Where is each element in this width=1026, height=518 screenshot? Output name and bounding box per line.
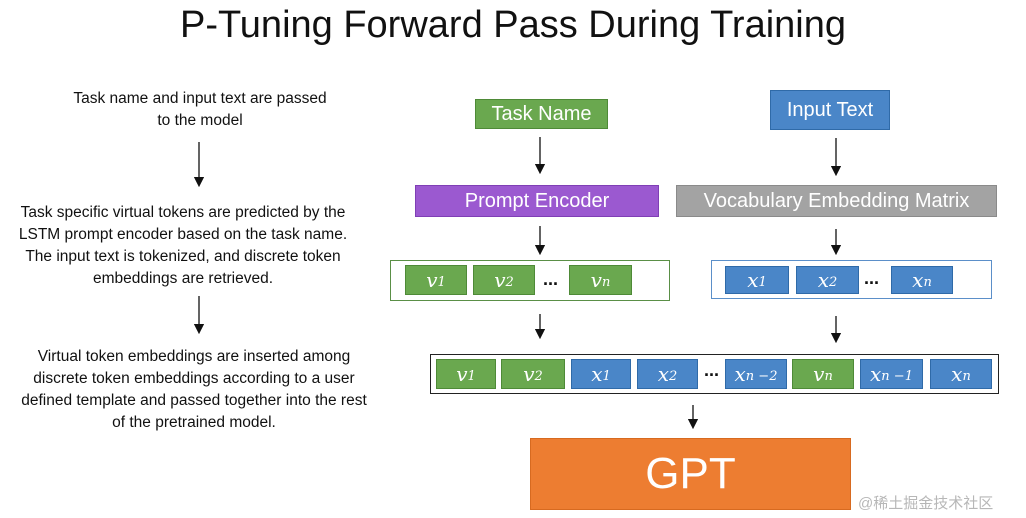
combined-ellipsis: ... xyxy=(704,360,720,380)
vocabulary-embedding-matrix-box: Vocabulary Embedding Matrix xyxy=(676,185,997,217)
step-3-text: Virtual token embeddings are inserted am… xyxy=(21,348,367,431)
step-1-text: Task name and input text are passed to t… xyxy=(73,90,327,129)
watermark: @稀土掘金技术社区 xyxy=(858,495,994,512)
prompt-encoder-box: Prompt Encoder xyxy=(415,185,659,217)
gpt-box: GPT xyxy=(530,438,851,510)
discrete-ellipsis: ... xyxy=(864,268,880,288)
virtual-ellipsis: ... xyxy=(543,269,559,289)
step-2-text: Task specific virtual tokens are predict… xyxy=(18,204,348,287)
page-title: P-Tuning Forward Pass During Training xyxy=(180,4,846,46)
task-name-box: Task Name xyxy=(475,99,608,129)
input-text-box: Input Text xyxy=(770,90,890,130)
